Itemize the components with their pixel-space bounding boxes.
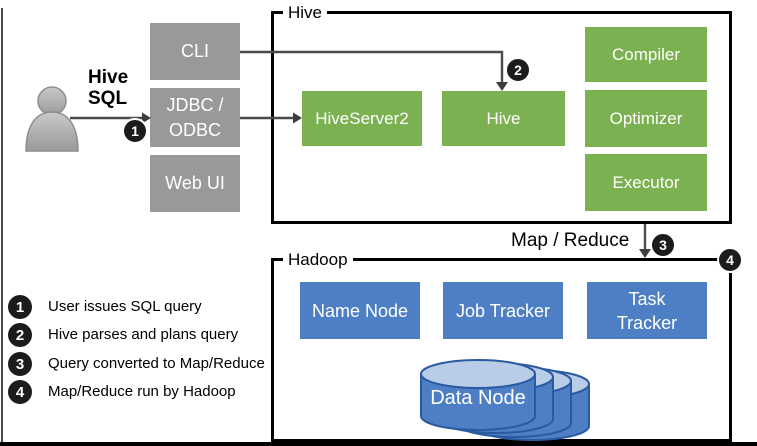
step-badge-4: 4	[717, 247, 743, 273]
step-badge-1: 1	[122, 118, 148, 144]
task-tracker-box: Task Tracker	[587, 282, 707, 339]
step-badge-3: 3	[650, 232, 676, 258]
legend-text-1: User issues SQL query	[48, 298, 202, 315]
arrow-hive-to-hadoop	[639, 224, 651, 258]
legend-item-3: 3 Query converted to Map/Reduce	[8, 352, 265, 376]
optimizer-box: Optimizer	[585, 90, 707, 147]
legend-badge-2: 2	[8, 323, 32, 347]
jdbc-odbc-box-label-line2: ODBC	[168, 119, 221, 140]
legend-badge-4: 4	[8, 380, 32, 404]
user-icon	[25, 86, 79, 152]
task-tracker-box-label-line1: Task	[628, 288, 666, 309]
executor-box: Executor	[585, 154, 707, 211]
legend-text-3: Query converted to Map/Reduce	[48, 355, 265, 372]
legend-badge-3: 3	[8, 352, 32, 376]
cli-box-label: CLI	[180, 41, 209, 61]
legend-item-4: 4 Map/Reduce run by Hadoop	[8, 380, 236, 404]
step-badge-2: 2	[505, 57, 531, 83]
legend-item-1: 1 User issues SQL query	[8, 295, 202, 319]
hiveserver2-box: HiveServer2	[302, 91, 422, 146]
data-node-label: Data Node	[430, 387, 526, 409]
web-ui-box: Web UI	[150, 155, 240, 212]
job-tracker-box-label: Job Tracker	[455, 300, 551, 321]
executor-box-label: Executor	[612, 172, 680, 192]
jdbc-odbc-box-label-line1: JDBC /	[166, 94, 224, 115]
legend-text-4: Map/Reduce run by Hadoop	[48, 383, 236, 400]
web-ui-box-label: Web UI	[165, 173, 225, 193]
hive-container-title: Hive	[283, 3, 328, 23]
hiveserver2-box-label: HiveServer2	[315, 108, 409, 128]
slide-left-border	[1, 8, 3, 446]
name-node-box-label: Name Node	[311, 300, 409, 321]
task-tracker-box-label-line2: Tracker	[616, 312, 678, 333]
slide-bottom-border	[0, 442, 757, 446]
legend-badge-1: 1	[8, 295, 32, 319]
hive-sql-label-line1: Hive	[88, 67, 129, 88]
map-reduce-label: Map / Reduce	[511, 230, 630, 251]
hadoop-container-title: Hadoop	[283, 250, 353, 270]
compiler-box-label: Compiler	[611, 44, 681, 64]
hive-sql-label-line2: SQL	[88, 88, 128, 109]
hive-box: Hive	[442, 91, 565, 146]
name-node-box: Name Node	[300, 282, 420, 339]
hive-sql-label: Hive SQL	[88, 67, 128, 109]
hive-box-label: Hive	[486, 108, 521, 128]
cli-box: CLI	[150, 23, 240, 80]
legend-item-2: 2 Hive parses and plans query	[8, 323, 238, 347]
jdbc-odbc-box: JDBC / ODBC	[150, 88, 240, 147]
optimizer-box-label: Optimizer	[609, 108, 683, 128]
job-tracker-box: Job Tracker	[443, 282, 563, 339]
compiler-box: Compiler	[585, 27, 707, 82]
legend-text-2: Hive parses and plans query	[48, 326, 239, 343]
